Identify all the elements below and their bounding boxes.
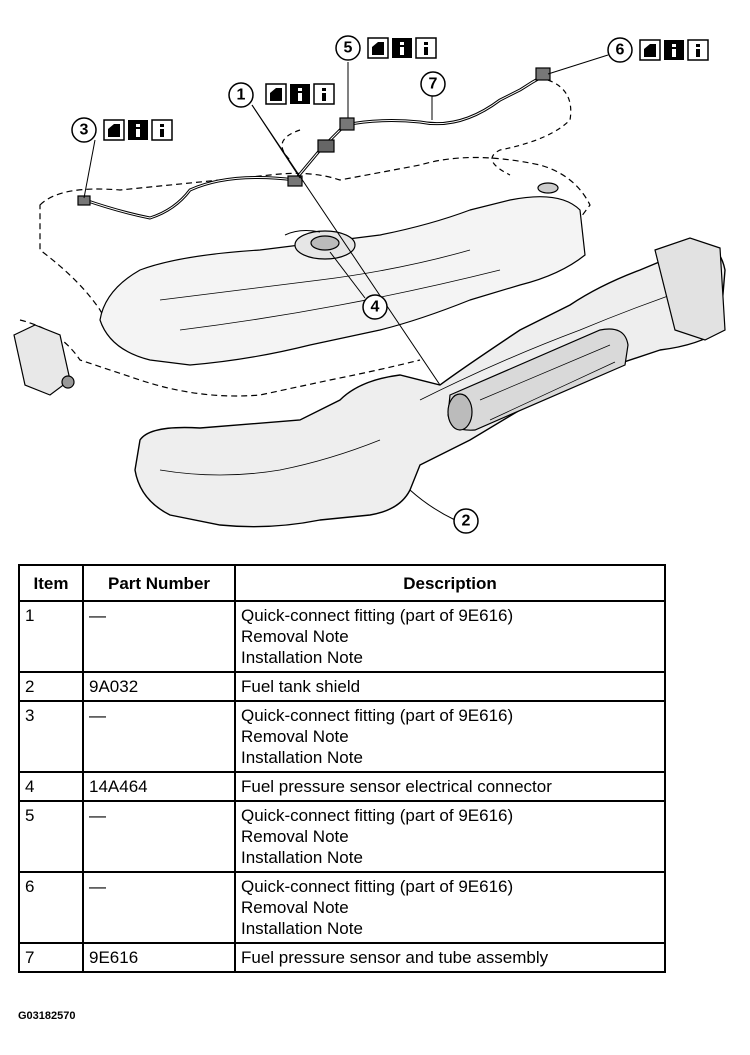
cell-part-number: — [82,871,236,944]
cell-description: Fuel pressure sensor and tube assembly [234,942,666,973]
note-icons-3 [103,119,173,141]
cell-part-number: — [82,600,236,673]
description-line: Removal Note [241,727,349,746]
callout-4: 4 [371,299,380,316]
leader-3 [83,139,96,199]
fitting-1 [287,175,303,187]
table-header-row: Item Part Number Description [18,564,666,602]
callout-7: 7 [429,76,438,93]
cell-part-number: 9A032 [82,671,236,702]
cell-item: 5 [18,800,84,873]
callout-circle-2 [453,508,479,534]
cell-description: Quick-connect fitting (part of 9E616) Rem… [234,871,666,944]
cell-part-number: — [82,700,236,773]
fitting-6 [535,67,551,81]
cell-item: 2 [18,671,84,702]
note-icons-5 [367,37,437,59]
left-bracket [13,324,71,396]
description-line: Installation Note [241,648,363,667]
note-icons-1 [265,83,335,105]
leader-4 [329,251,366,299]
header-part-number: Part Number [82,564,236,602]
leader-2 [409,489,456,521]
cell-item: 1 [18,600,84,673]
description-line: Fuel tank shield [241,677,361,696]
parts-table: Item Part Number Description 1—Quick-con… [18,564,666,973]
callout-5: 5 [344,40,353,57]
sensor-body [317,139,335,153]
tank-bottom-outline [19,319,421,397]
callout-6: 6 [616,42,625,59]
callout-circle-5 [335,35,361,61]
header-description: Description [234,564,666,602]
cell-item: 4 [18,771,84,802]
leader-6 [547,54,609,75]
callout-circle-1 [228,82,254,108]
callout-3: 3 [80,122,89,139]
cell-item: 3 [18,700,84,773]
fitting-5 [339,117,355,131]
cell-description: Quick-connect fitting (part of 9E616) Rem… [234,600,666,673]
callout-circle-7 [420,71,446,97]
cell-item: 6 [18,871,84,944]
table-body: 1—Quick-connect fitting (part of 9E616)R… [18,600,666,973]
cell-part-number: 9E616 [82,942,236,973]
description-line: Quick-connect fitting (part of 9E616) [241,877,514,896]
description-line: Installation Note [241,748,363,767]
header-item: Item [18,564,84,602]
description-line: Quick-connect fitting (part of 9E616) [241,706,514,725]
description-line: Fuel pressure sensor and tube assembly [241,948,549,967]
table-row: 5— Quick-connect fitting (part of 9E616) R… [18,800,666,873]
filler-neck [537,182,559,194]
fuel-tank-shield [134,244,726,528]
callout-circle-3 [71,117,97,143]
callout-circle-6 [607,37,633,63]
cell-item: 7 [18,942,84,973]
description-line: Installation Note [241,848,363,867]
description-line: Fuel pressure sensor electrical connecto… [241,777,552,796]
cell-description: Fuel pressure sensor electrical connecto… [234,771,666,802]
cell-description: Quick-connect fitting (part of 9E616) Rem… [234,700,666,773]
description-line: Removal Note [241,898,349,917]
cell-description: Quick-connect fitting (part of 9E616) Rem… [234,800,666,873]
table-row: 6— Quick-connect fitting (part of 9E616) R… [18,871,666,944]
callout-2: 2 [462,513,471,530]
fuel-tank [99,196,586,366]
cell-description: Fuel tank shield [234,671,666,702]
cell-part-number: — [82,800,236,873]
right-reservoir [654,237,726,341]
figure-id: G03182570 [18,1010,76,1022]
table-row: 1— Quick-connect fitting (part of 9E616) R… [18,600,666,673]
exploded-view-diagram: 1 2 3 4 5 6 7 [13,35,726,534]
cell-part-number: 14A464 [82,771,236,802]
table-row: 3— Quick-connect fitting (part of 9E616) R… [18,700,666,773]
callout-1: 1 [237,87,246,104]
callout-circle-4 [362,294,388,320]
note-icons-6 [639,39,709,61]
description-line: Removal Note [241,827,349,846]
description-line: Installation Note [241,919,363,938]
description-line: Removal Note [241,627,349,646]
description-line: Quick-connect fitting (part of 9E616) [241,606,514,625]
description-line: Quick-connect fitting (part of 9E616) [241,806,514,825]
